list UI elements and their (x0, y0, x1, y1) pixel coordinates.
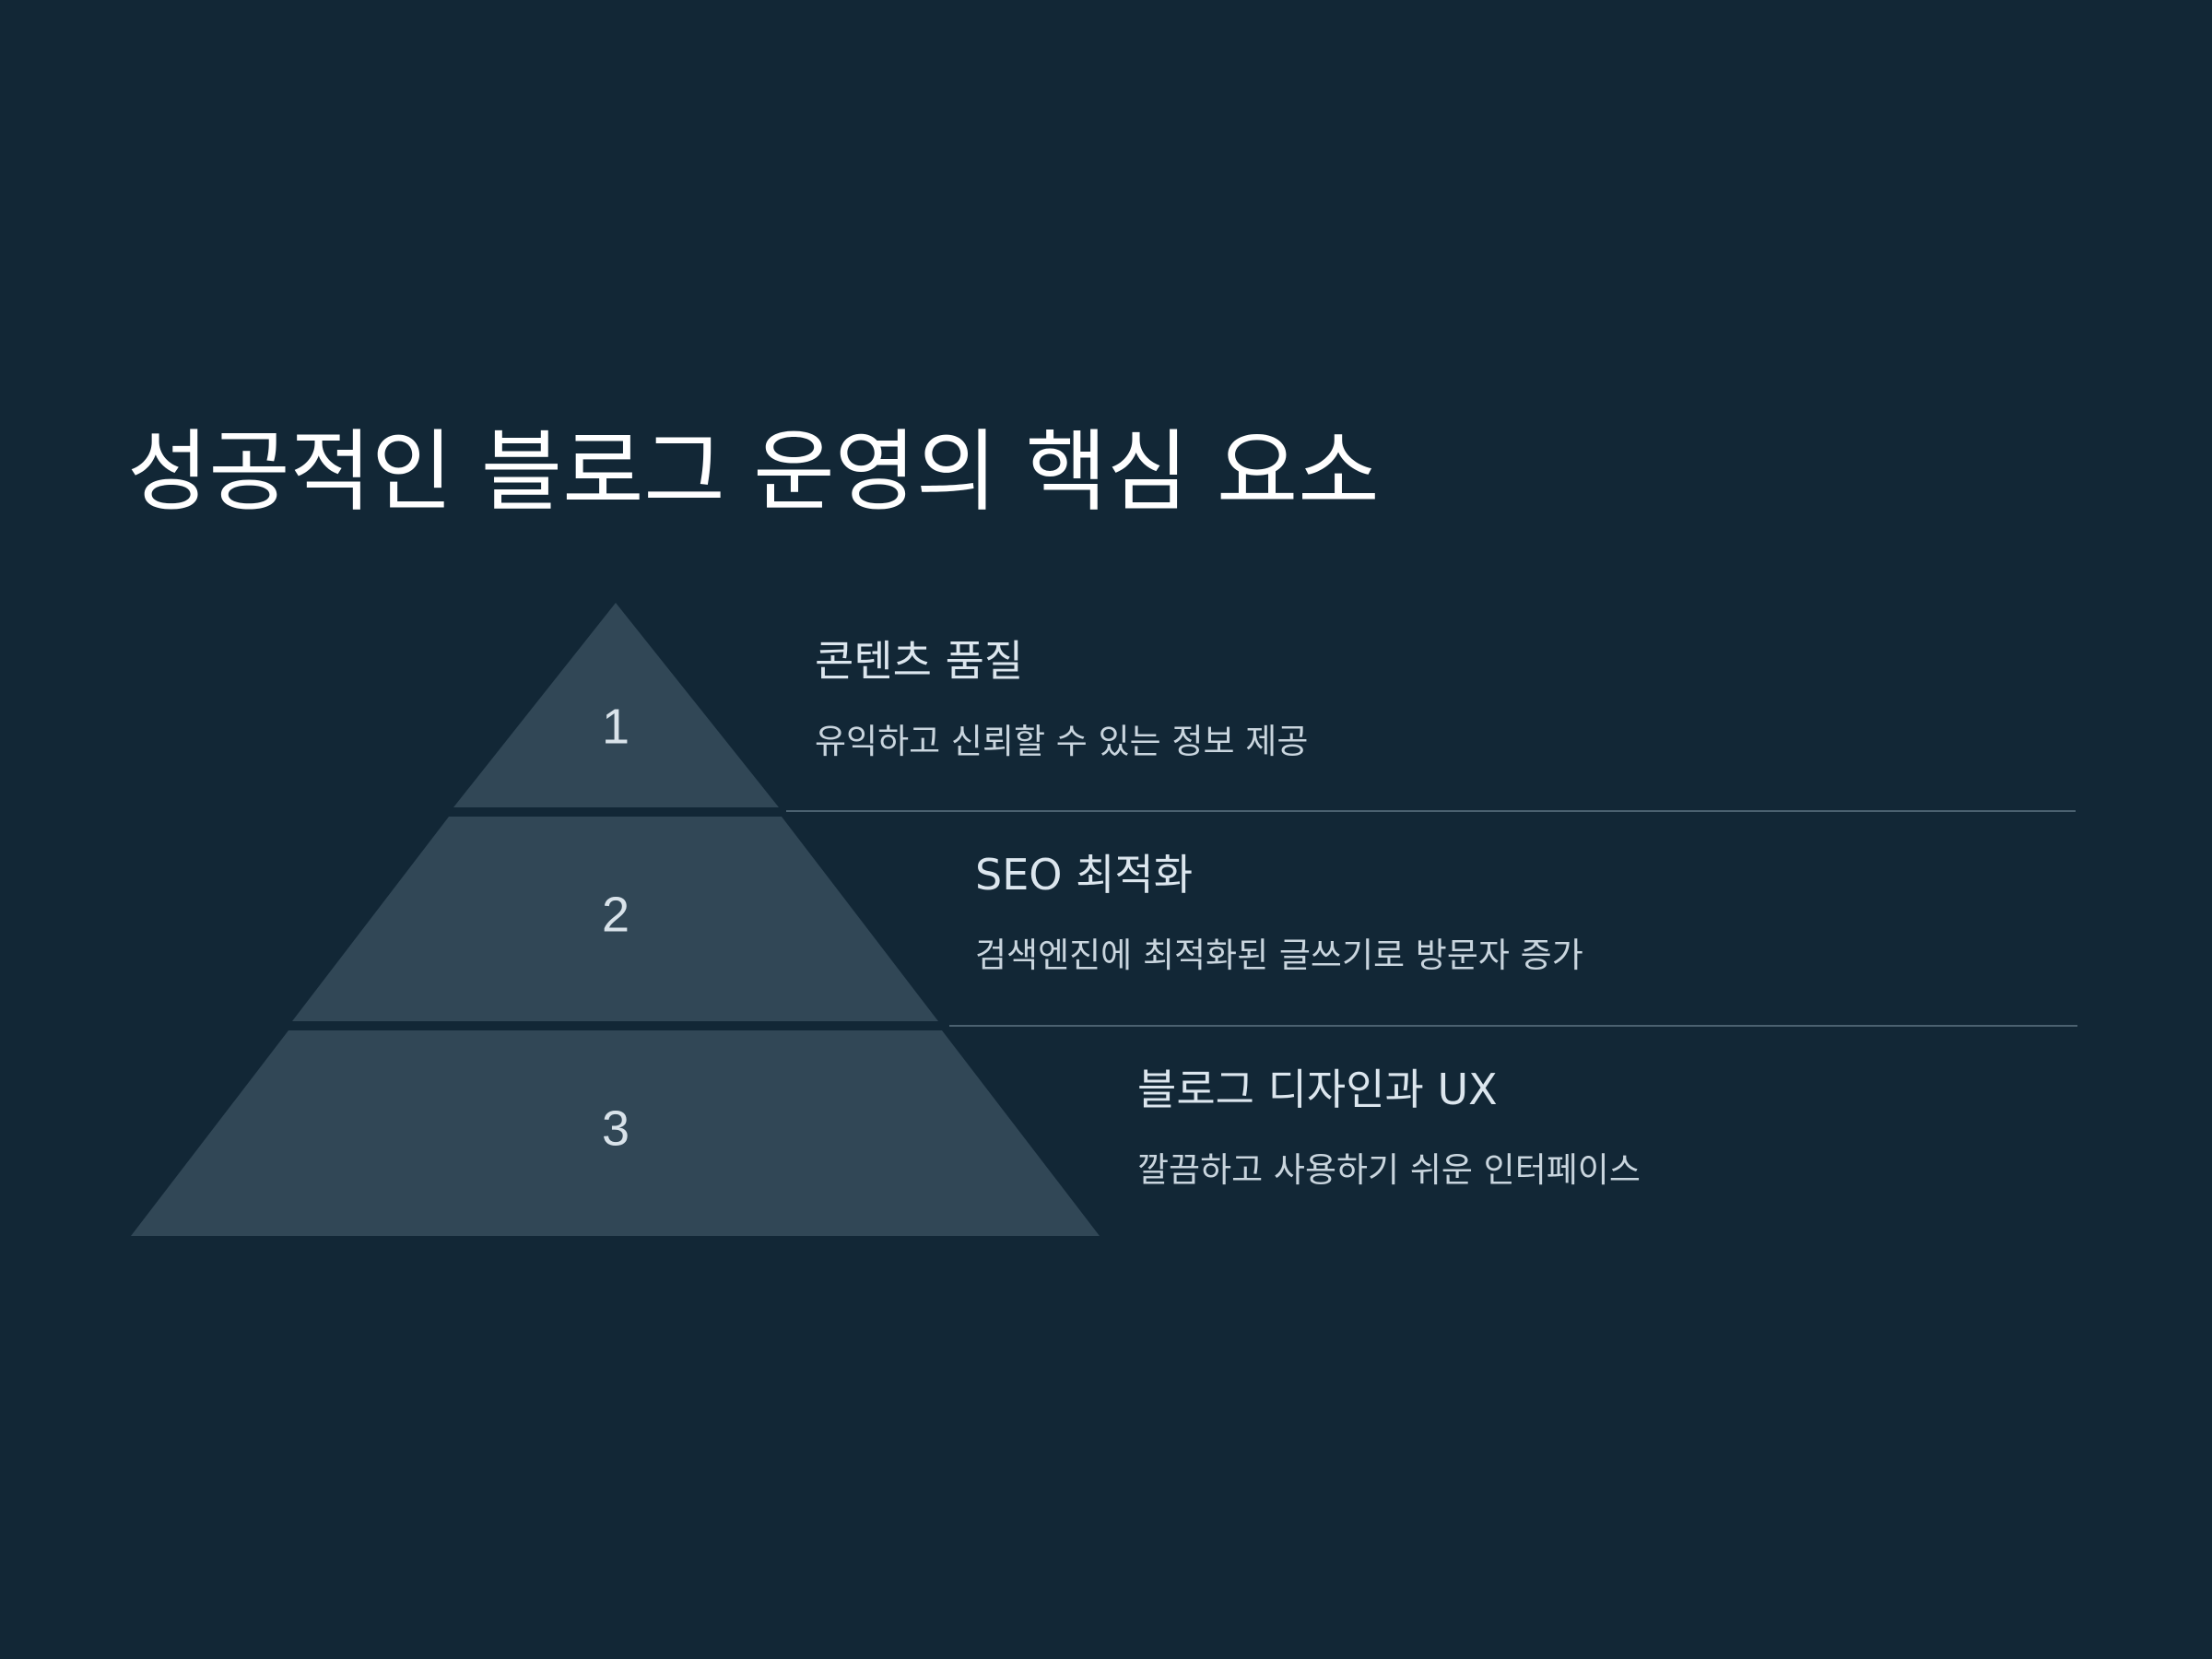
slide-title: 성공적인 블로그 운영의 핵심 요소 (127, 420, 1380, 524)
level-2-title: SEO 최적화 (975, 850, 1194, 900)
pyramid-level-3 (131, 1030, 1100, 1236)
level-3-text: 블로그 디자인과 UX 깔끔하고 사용하기 쉬운 인터페이스 (1137, 1065, 1641, 1192)
level-1-description: 유익하고 신뢰할 수 있는 정보 제공 (815, 722, 1309, 762)
pyramid-level-1-number: 1 (602, 699, 629, 754)
level-1-title: 콘텐츠 품질 (815, 636, 1024, 686)
level-2-description: 검색엔진에 최적화된 글쓰기로 방문자 증가 (975, 935, 1583, 976)
level-3-description: 깔끔하고 사용하기 쉬운 인터페이스 (1137, 1150, 1641, 1191)
level-1-text: 콘텐츠 품질 유익하고 신뢰할 수 있는 정보 제공 (815, 636, 1308, 763)
pyramid-level-3-number: 3 (602, 1100, 629, 1156)
level-3-title: 블로그 디자인과 UX (1137, 1065, 1498, 1114)
pyramid-level-2 (292, 817, 938, 1021)
pyramid-level-1 (453, 603, 779, 807)
level-2-text: SEO 최적화 검색엔진에 최적화된 글쓰기로 방문자 증가 (975, 850, 1583, 977)
pyramid-level-2-number: 2 (602, 887, 629, 942)
